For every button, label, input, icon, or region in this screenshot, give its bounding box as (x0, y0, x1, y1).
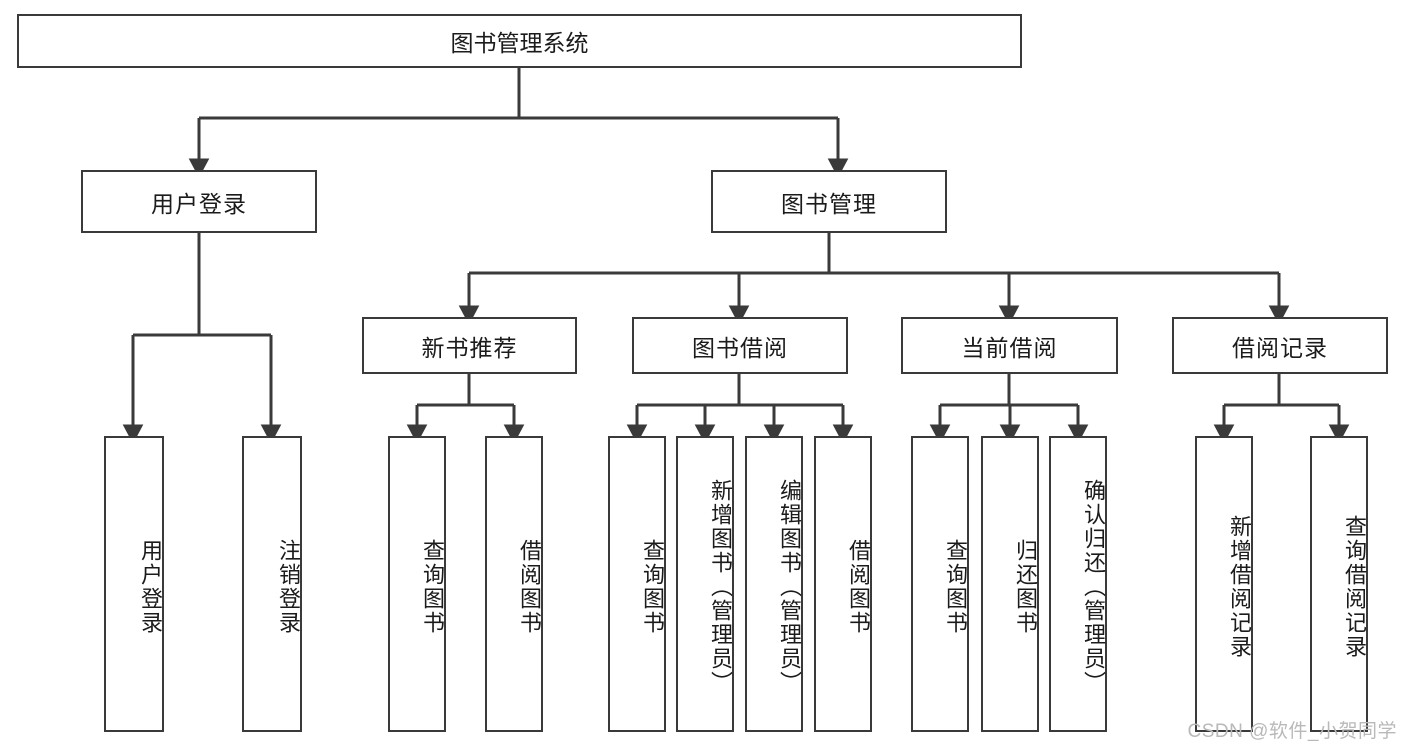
leaf-user-login-logout[interactable]: 注销登录 (242, 436, 302, 732)
node-label: 用户登录 (138, 539, 163, 635)
leaf-record-add-record[interactable]: 新增借阅记录 (1195, 436, 1253, 732)
node-label: 图书借阅 (692, 334, 788, 361)
node-book-management[interactable]: 图书管理 (711, 170, 947, 233)
node-label: 图书管理系统 (450, 30, 589, 56)
node-label: 新书推荐 (421, 334, 518, 361)
node-label: 借阅图书 (846, 539, 871, 635)
node-label: 新增借阅记录 (1227, 515, 1252, 659)
node-user-login[interactable]: 用户登录 (81, 170, 317, 233)
node-label: 图书管理 (781, 190, 877, 217)
node-label: 查询借阅记录 (1342, 515, 1367, 659)
leaf-current-confirm-return-admin[interactable]: 确认归还（管理员） (1049, 436, 1107, 732)
leaf-borrow-edit-book-admin[interactable]: 编辑图书（管理员） (745, 436, 803, 732)
leaf-record-query-record[interactable]: 查询借阅记录 (1310, 436, 1368, 732)
node-new-book-recommend[interactable]: 新书推荐 (362, 317, 577, 374)
node-label: 当前借阅 (961, 334, 1058, 361)
node-book-borrow[interactable]: 图书借阅 (632, 317, 848, 374)
leaf-borrow-query-book[interactable]: 查询图书 (608, 436, 666, 732)
node-label: 查询图书 (943, 539, 968, 635)
node-label: 编辑图书（管理员） (777, 479, 802, 695)
node-label: 新增图书（管理员） (708, 479, 733, 695)
node-label: 确认归还（管理员） (1081, 479, 1106, 695)
node-label: 查询图书 (640, 539, 665, 635)
node-label: 借阅图书 (517, 539, 542, 635)
node-label: 查询图书 (420, 539, 445, 635)
node-label: 用户登录 (151, 190, 247, 217)
leaf-recommend-query-book[interactable]: 查询图书 (388, 436, 446, 732)
node-root-system[interactable]: 图书管理系统 (17, 14, 1022, 68)
node-label: 归还图书 (1013, 539, 1038, 635)
leaf-borrow-borrow-book[interactable]: 借阅图书 (814, 436, 872, 732)
leaf-current-return-book[interactable]: 归还图书 (981, 436, 1039, 732)
node-label: 注销登录 (276, 539, 301, 635)
node-label: 借阅记录 (1232, 334, 1328, 361)
leaf-borrow-add-book-admin[interactable]: 新增图书（管理员） (676, 436, 734, 732)
leaf-user-login-login[interactable]: 用户登录 (104, 436, 164, 732)
leaf-recommend-borrow-book[interactable]: 借阅图书 (485, 436, 543, 732)
node-borrow-record[interactable]: 借阅记录 (1172, 317, 1388, 374)
node-current-borrow[interactable]: 当前借阅 (901, 317, 1118, 374)
leaf-current-query-book[interactable]: 查询图书 (911, 436, 969, 732)
